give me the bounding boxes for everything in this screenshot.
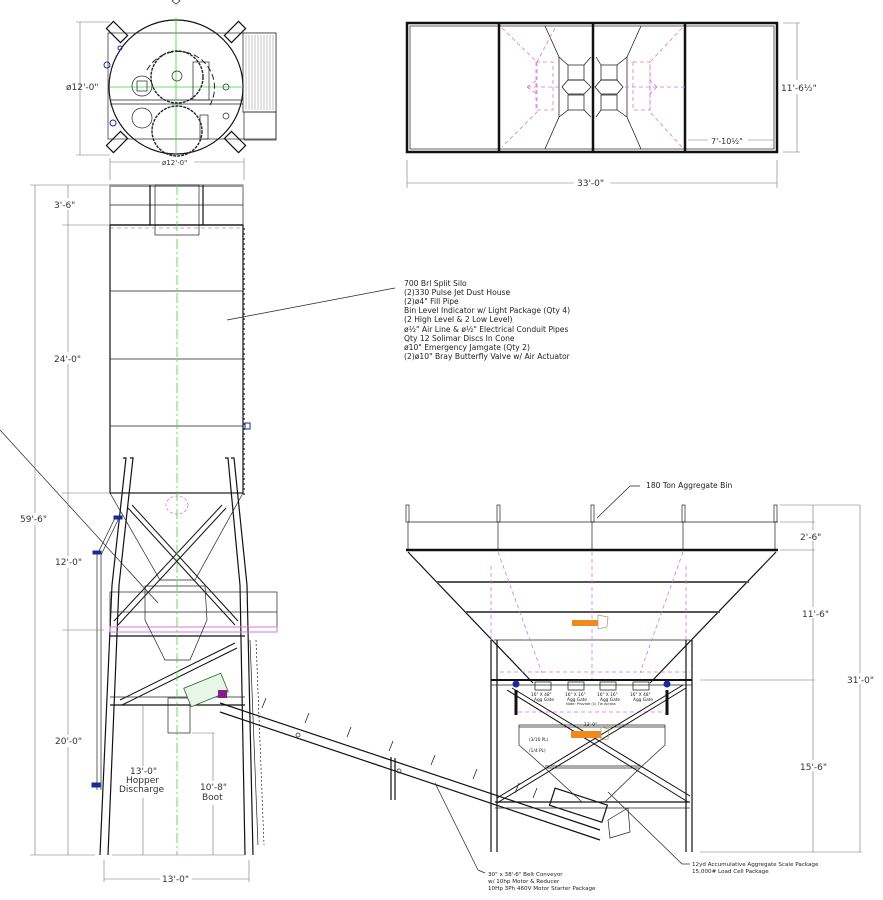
bin-top-rail-dim: 2'-6" [800, 533, 821, 543]
silo-callout-line: Qty 12 Solimar Discs In Cone [404, 334, 515, 343]
conveyor-callout-line: w/ 10hp Motor & Reducer [488, 879, 560, 885]
gate-size: 16" X 16" [597, 692, 618, 698]
plate-upper-label: (3/16 PL) [529, 737, 549, 743]
scale-callout-line: 15,000# Load Cell Package [692, 869, 769, 875]
bin-plan-width-dim: 33'-0" [577, 179, 604, 189]
silo-callout-line: Bin Level Indicator w/ Light Package (Qt… [404, 306, 570, 315]
silo-callout-line: (2 High Level & 2 Low Level) [404, 315, 513, 324]
silo-overall-height-dim: 59'-6" [20, 515, 47, 525]
belt-conveyor [219, 697, 631, 874]
aggregate-bin-elevation: 16" X 48" Agg Gate 16" X 16" Agg Gate 16… [405, 481, 877, 865]
silo-callout-line: 700 Brl Split Silo [404, 279, 467, 288]
silo-top-rail-dim: 3'-6" [54, 201, 75, 211]
gate-label: Agg Gate [600, 697, 620, 703]
conveyor-callout: 30" x 38'-6" Belt Conveyor w/ 10hp Motor… [488, 872, 596, 892]
silo-cone-dim: 12'-0" [55, 558, 82, 568]
conveyor-callout-line: 30" x 38'-6" Belt Conveyor [488, 872, 563, 878]
conveyor-callout-line: 10Hp 3Ph 460V Motor Starter Package [488, 886, 596, 892]
plan-diameter-horizontal-dim: ø12'-0" [162, 159, 187, 167]
silo-callout-line: ø½" Air Line & ø½" Electrical Conduit Pi… [404, 325, 568, 334]
silo-elevation-view: 3'-6" 24'-0" 59'-6" 12'-0" 20'-0" 13'-0"… [0, 184, 396, 885]
bin-plan-depth-dim: 11'-6½" [781, 84, 817, 94]
silo-plan-view: ø12'-0" ø12'-0" [66, 0, 277, 180]
silo-callout-line: (2)ø4" Fill Pipe [404, 297, 459, 306]
gate-note: Note: Provide (1) Tie Across [566, 702, 616, 706]
hopper-discharge-dim: 13'-0" [130, 767, 157, 777]
bin-leg-dim: 15'-6" [800, 763, 827, 773]
silo-callout-line: ø10" Emergency Jamgate (Qty 2) [404, 343, 530, 352]
manufacturer-logo [571, 614, 610, 741]
silo-callout-line: (2)330 Pulse Jet Dust House [404, 288, 511, 297]
gate-size: 16" X 48" [531, 692, 552, 698]
hopper-discharge-label-1: Hopper [126, 776, 159, 786]
gate-label: Agg Gate [534, 697, 554, 703]
gate-label: Agg Gate [567, 697, 587, 703]
bin-callout: 180 Ton Aggregate Bin [646, 481, 732, 490]
bin-plan-bay-dim: 7'-10½" [711, 137, 743, 146]
gate-label: Agg Gate [633, 697, 653, 703]
silo-callout-line: (2)ø10" Bray Butterfly Valve w/ Air Actu… [404, 352, 571, 361]
bin-hopper-dim: 11'-6" [802, 610, 829, 620]
scale-callout-line: 12yd Accumulative Aggregate Scale Packag… [692, 862, 819, 868]
boot-label: Boot [202, 793, 223, 803]
aggregate-bin-plan-view: 33'-0" 11'-6½" 7'-10½" [405, 21, 820, 189]
silo-base-width-dim: 13'-0" [162, 875, 189, 885]
hopper-discharge-label-2: Discharge [119, 785, 165, 795]
gate-size: 16" X 16" [565, 692, 586, 698]
gate-size: 16" X 48" [630, 692, 651, 698]
scale-callout: 12yd Accumulative Aggregate Scale Packag… [692, 862, 819, 875]
scale-width-dim: 13'-0" [584, 722, 597, 728]
silo-leg-dim: 20'-0" [55, 737, 82, 747]
silo-callout: 700 Brl Split Silo (2)330 Pulse Jet Dust… [404, 279, 571, 361]
plate-lower-label: (1/4 PL) [529, 748, 546, 754]
plan-diameter-vertical-dim: ø12'-0" [66, 83, 99, 93]
boot-dim: 10'-8" [200, 783, 227, 793]
silo-barrel-dim: 24'-0" [54, 355, 81, 365]
bin-overall-height-dim: 31'-0" [847, 676, 874, 686]
